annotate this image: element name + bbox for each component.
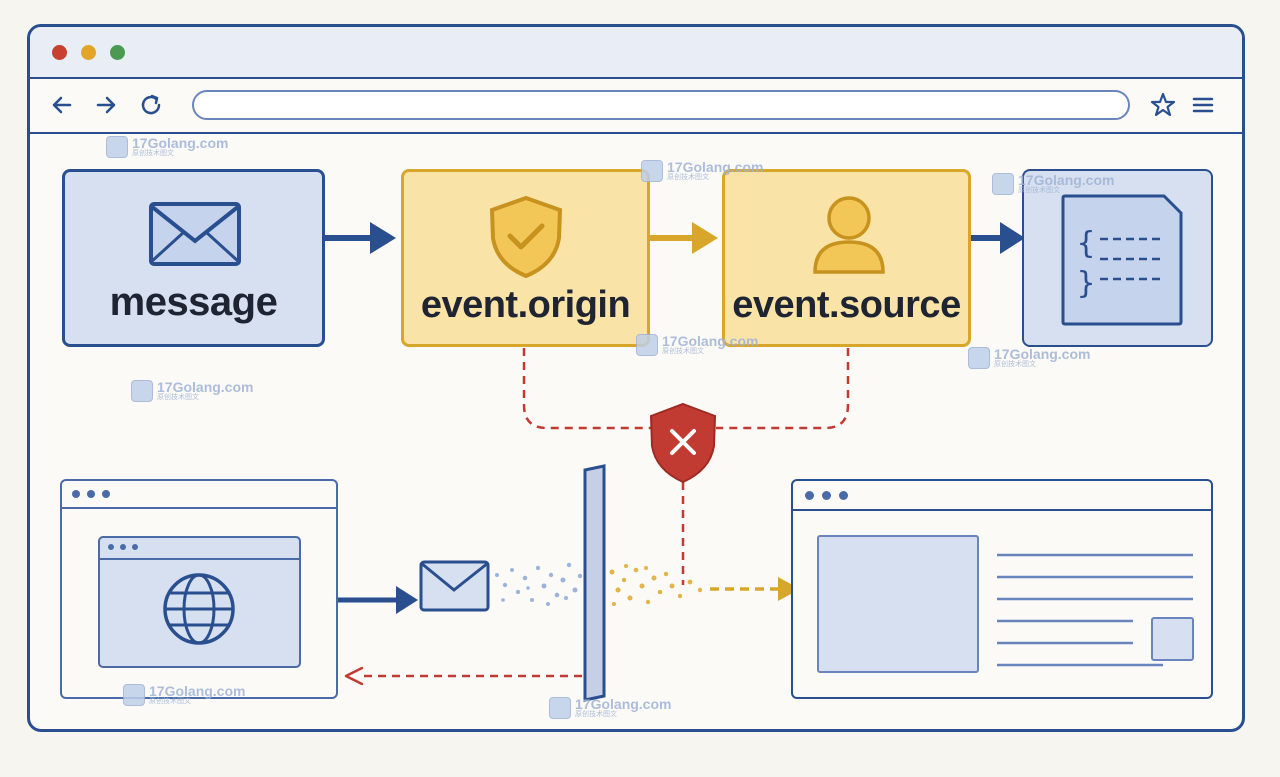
shield-check-icon	[489, 195, 563, 278]
envelope-icon	[149, 202, 241, 266]
arrow-head-to-receiver	[778, 577, 800, 601]
iframe-window	[98, 536, 301, 668]
browser-toolbar	[30, 79, 1242, 134]
reload-icon[interactable]	[137, 91, 165, 119]
back-arrow-icon[interactable]	[48, 91, 76, 119]
globe-icon	[163, 573, 235, 645]
document-box: { }	[1022, 169, 1213, 347]
address-bar[interactable]	[192, 90, 1130, 120]
arrow-head-origin-to-source	[692, 222, 718, 254]
source-check-box: event.source	[722, 169, 971, 347]
arrow-head-sender-to-message	[396, 586, 418, 614]
title-bar	[30, 27, 1242, 79]
rejected-return-arrow-head	[344, 666, 364, 686]
message-label: message	[109, 280, 278, 324]
source-label: event.source	[732, 284, 961, 326]
message-envelope-icon	[419, 560, 490, 612]
svg-text:{: {	[1077, 226, 1095, 261]
security-wall	[583, 464, 606, 702]
message-box: message	[62, 169, 325, 347]
yellow-particles	[609, 564, 703, 606]
sender-window	[60, 479, 338, 699]
close-window-button[interactable]	[52, 45, 67, 60]
svg-text:}: }	[1077, 266, 1095, 301]
arrow-head-message-to-origin	[370, 222, 396, 254]
maximize-window-button[interactable]	[110, 45, 125, 60]
origin-check-box: event.origin	[401, 169, 650, 347]
sender-window-titlebar	[62, 481, 336, 509]
origin-label: event.origin	[420, 284, 631, 326]
forward-arrow-icon[interactable]	[92, 91, 120, 119]
code-document-icon: { }	[1061, 194, 1183, 326]
star-icon[interactable]	[1149, 91, 1177, 119]
origin-check-line	[522, 348, 652, 430]
text-lines	[997, 553, 1193, 667]
content-thumbnail	[1151, 617, 1194, 661]
blue-particles	[495, 562, 583, 606]
receiver-window-titlebar	[793, 481, 1211, 511]
receiver-window	[791, 479, 1213, 699]
content-image-placeholder	[817, 535, 979, 673]
menu-icon[interactable]	[1189, 91, 1217, 119]
minimize-window-button[interactable]	[81, 45, 96, 60]
arrow-head-source-to-document	[1000, 222, 1025, 254]
source-check-line	[716, 348, 850, 430]
user-icon	[813, 196, 885, 274]
block-shield-icon	[649, 402, 717, 484]
